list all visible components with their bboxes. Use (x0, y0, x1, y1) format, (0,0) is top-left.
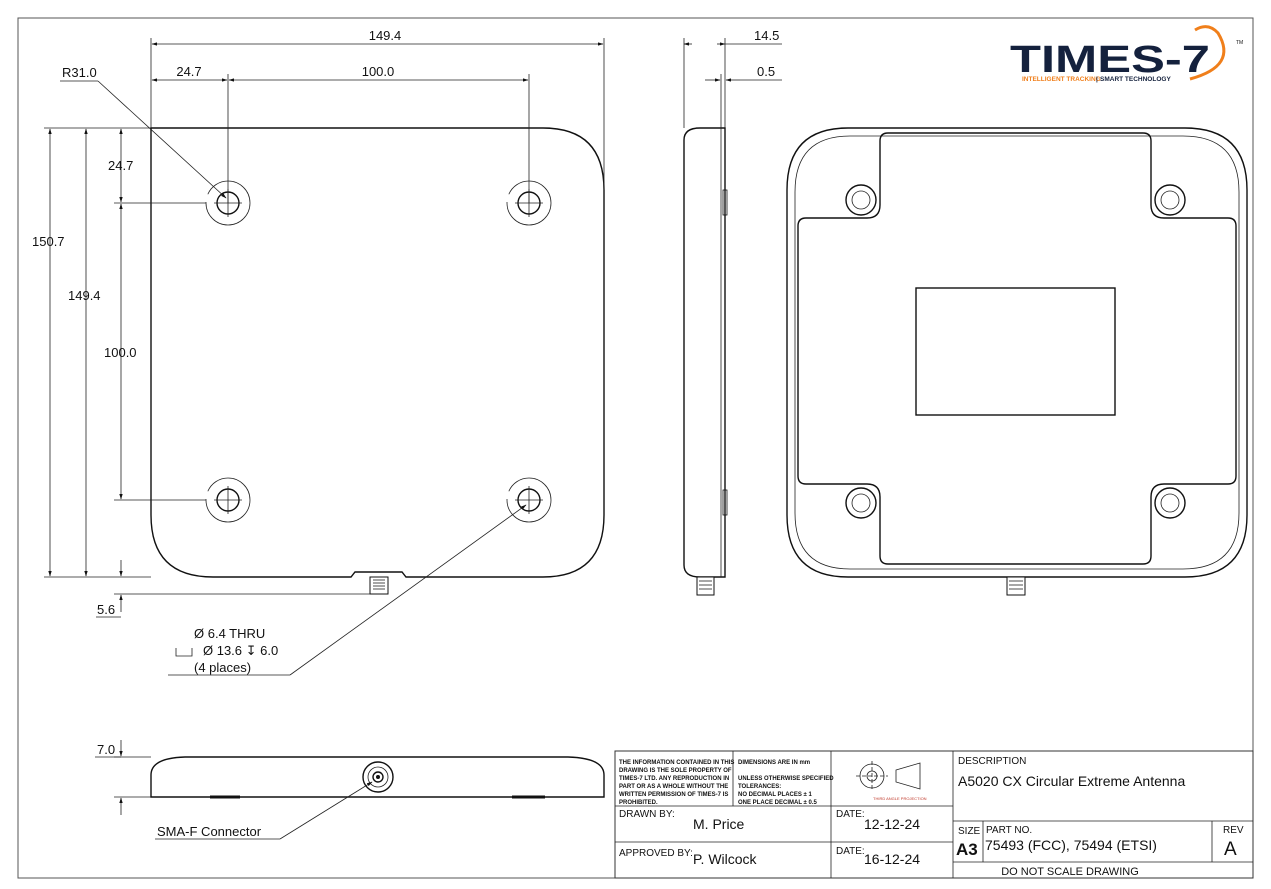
svg-text:DRAWING IS THE SOLE PROPERTY O: DRAWING IS THE SOLE PROPERTY OF (619, 768, 732, 774)
dim-depth-label: 14.5 (754, 28, 779, 43)
drawn-date-value: 12-12-24 (864, 816, 920, 832)
svg-text:NO DECIMAL PLACES ± 1: NO DECIMAL PLACES ± 1 (738, 792, 813, 798)
connector-callout: SMA-F Connector (155, 781, 373, 840)
rear-label-area (915, 287, 1116, 416)
dim-hole-spacing-x: 100.0 (228, 64, 529, 82)
dim-height-body: 149.4 (68, 128, 101, 577)
dim-step: 0.5 (705, 64, 782, 128)
approved-by-value: P. Wilcock (693, 851, 758, 867)
rear-view-outline (786, 127, 1248, 578)
rear-hole-top-left (845, 184, 877, 216)
rear-hole-top-right (1154, 184, 1186, 216)
dimension-note: DIMENSIONS ARE IN mm UNLESS OTHERWISE SP… (738, 760, 834, 806)
dim-offset-x-label: 24.7 (176, 64, 201, 79)
logo-swoosh (1189, 25, 1226, 81)
proprietary-note: THE INFORMATION CONTAINED IN THIS DRAWIN… (619, 760, 734, 806)
dim-connector-offset: 5.6 (96, 560, 370, 618)
dim-offset-y-label: 24.7 (108, 158, 133, 173)
svg-text:WRITTEN PERMISSION OF TIMES-7: WRITTEN PERMISSION OF TIMES-7 IS (619, 792, 728, 798)
size-value: A3 (956, 840, 978, 859)
approved-by-label: APPROVED BY: (619, 848, 693, 859)
approved-date-value: 16-12-24 (864, 851, 920, 867)
svg-text:ONE PLACE DECIMAL ± 0.5: ONE PLACE DECIMAL ± 0.5 (738, 800, 818, 806)
rear-view (786, 127, 1248, 596)
bottom-view: 7.0 SMA-F Connector (95, 740, 605, 840)
logo-tagline-2: SMART TECHNOLOGY (1100, 76, 1171, 83)
svg-text:TIMES-7 LTD. ANY REPRODUCTION: TIMES-7 LTD. ANY REPRODUCTION IN (619, 776, 729, 782)
footer-note: DO NOT SCALE DRAWING (1001, 866, 1139, 878)
dim-width-total-label: 149.4 (369, 28, 402, 43)
part-no-label: PART NO. (986, 825, 1032, 836)
dim-hole-spacing-y: 100.0 (104, 203, 137, 500)
dim-spacing-y-label: 100.0 (104, 345, 137, 360)
dim-width-total: 149.4 (150, 28, 605, 190)
rear-hole-bottom-left (845, 487, 877, 519)
description-value: A5020 CX Circular Extreme Antenna (958, 773, 1185, 789)
svg-text:PROHIBITED.: PROHIBITED. (619, 800, 658, 806)
dim-step-label: 0.5 (757, 64, 775, 79)
hole-callout-line2: Ø 13.6 ↧ 6.0 (203, 643, 278, 658)
dim-height-body-label: 149.4 (68, 288, 101, 303)
side-sma-connector (696, 576, 715, 596)
dim-height-total: 150.7 (32, 127, 151, 578)
size-label: SIZE (958, 826, 981, 837)
dim-thickness: 7.0 (95, 740, 151, 815)
drawn-by-label: DRAWN BY: (619, 809, 675, 820)
dim-spacing-x-label: 100.0 (362, 64, 395, 79)
rear-center-recess (797, 132, 1237, 565)
rear-sma-connector (1006, 576, 1026, 596)
projection-symbol: THIRD ANGLE PROJECTION (856, 761, 927, 801)
drawn-date-label: DATE: (836, 809, 865, 820)
rear-hole-bottom-right (1154, 487, 1186, 519)
approved-date-label: DATE: (836, 846, 865, 857)
logo-tm: TM (1236, 40, 1243, 46)
mounting-hole-bottom-left (205, 477, 251, 523)
mounting-hole-bottom-right (506, 477, 552, 523)
hole-callout: Ø 6.4 THRU Ø 13.6 ↧ 6.0 (4 places) (168, 504, 527, 676)
connector-callout-label: SMA-F Connector (157, 824, 262, 839)
svg-text:TOLERANCES:: TOLERANCES: (738, 784, 781, 790)
projection-label: THIRD ANGLE PROJECTION (873, 796, 927, 801)
front-view: 149.4 24.7 100.0 R31.0 150.7 149.4 (32, 28, 605, 676)
dim-radius: R31.0 (60, 65, 227, 199)
dim-radius-label: R31.0 (62, 65, 97, 80)
part-no-value: 75493 (FCC), 75494 (ETSI) (985, 837, 1157, 853)
front-sma-connector (369, 576, 389, 595)
side-view: 14.5 0.5 (683, 28, 782, 596)
sheet-border (17, 17, 1254, 879)
bottom-sma-connector (362, 761, 394, 793)
logo-tagline-1: INTELLIGENT TRACKING (1022, 76, 1101, 83)
bottom-view-outline (150, 756, 605, 798)
dim-hole-offset-x: 24.7 (151, 64, 530, 203)
rev-label: REV (1223, 825, 1244, 836)
svg-text:DIMENSIONS ARE IN mm: DIMENSIONS ARE IN mm (738, 760, 810, 766)
dim-thickness-label: 7.0 (97, 742, 115, 757)
logo-wordmark: TIMES-7 (1010, 39, 1210, 81)
svg-text:UNLESS OTHERWISE SPECIFIED: UNLESS OTHERWISE SPECIFIED (738, 776, 834, 782)
svg-text:PART OR AS A WHOLE WITHOUT THE: PART OR AS A WHOLE WITHOUT THE (619, 784, 728, 790)
logo-tagline-sep: | (1096, 76, 1098, 83)
hole-callout-line3: (4 places) (194, 660, 251, 675)
front-view-outline (150, 127, 605, 578)
dim-connector-offset-label: 5.6 (97, 602, 115, 617)
hole-callout-line1: Ø 6.4 THRU (194, 626, 265, 641)
times7-logo: TIMES-7 TM INTELLIGENT TRACKING | SMART … (1010, 25, 1243, 83)
svg-text:THE INFORMATION CONTAINED IN T: THE INFORMATION CONTAINED IN THIS (619, 760, 734, 766)
title-block: THE INFORMATION CONTAINED IN THIS DRAWIN… (614, 750, 1254, 879)
side-view-outline (683, 127, 726, 578)
description-label: DESCRIPTION (958, 756, 1026, 767)
dim-depth: 14.5 (683, 28, 782, 128)
drawn-by-value: M. Price (693, 816, 745, 832)
rev-value: A (1224, 839, 1237, 860)
dim-height-total-label: 150.7 (32, 234, 65, 249)
dim-hole-offset-y: 24.7 (108, 128, 206, 501)
